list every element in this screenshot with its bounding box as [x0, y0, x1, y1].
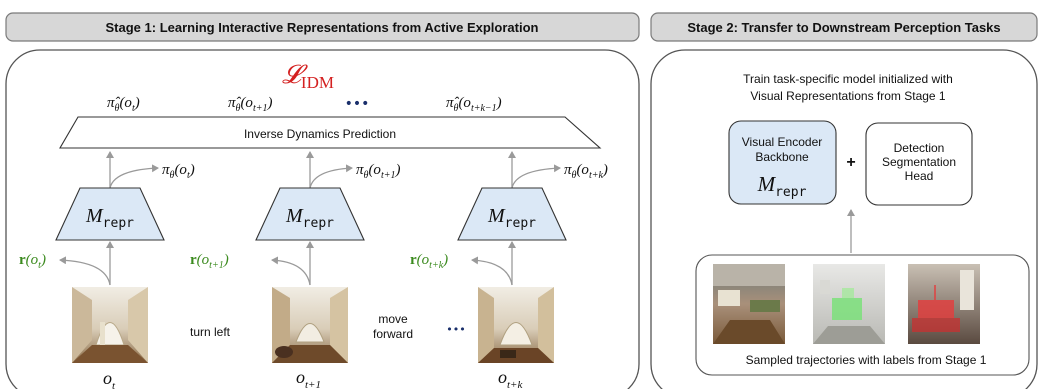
observation-image-1	[72, 287, 148, 363]
trajectory-image-2	[813, 264, 885, 344]
head-line1: Detection	[894, 141, 945, 155]
prediction-tk1: π̂θ(ot+k−1)	[446, 95, 502, 114]
visual-encoder-box: Visual Encoder Backbone Mrepr	[728, 120, 837, 205]
trajectory-image-3	[908, 264, 980, 344]
reward-t: r(ot)	[19, 252, 46, 271]
idp-label: Inverse Dynamics Prediction	[244, 127, 396, 141]
head-line3: Head	[905, 169, 934, 183]
stage2-header: Stage 2: Transfer to Downstream Percepti…	[650, 12, 1038, 42]
encoder-3: Mrepr	[457, 187, 567, 241]
stage2-title: Stage 2: Transfer to Downstream Percepti…	[687, 20, 1000, 35]
observation-image-2	[272, 287, 348, 363]
inverse-dynamics-block: Inverse Dynamics Prediction	[59, 116, 602, 149]
reward-tk: r(ot+k)	[410, 252, 448, 271]
encoder-1-label: Mrepr	[85, 205, 134, 231]
visual-encoder-line1: Visual Encoder	[742, 135, 823, 149]
trajectories-box	[695, 254, 1030, 376]
arrow-obs3-reward	[471, 256, 513, 286]
stage1-panel	[5, 49, 640, 389]
plus-sign: +	[846, 154, 855, 171]
stage1-header: Stage 1: Learning Interactive Representa…	[5, 12, 640, 42]
encoder-2-label: Mrepr	[285, 205, 334, 231]
trajectory-image-1	[713, 264, 785, 344]
policy-t1: πθ(ot+1)	[356, 162, 400, 181]
reward-t1: r(ot+1)	[190, 252, 229, 271]
obs-label-t1: ot+1	[296, 367, 321, 389]
action-turn-left: turn left	[190, 325, 231, 339]
action-move-line2: forward	[373, 327, 413, 341]
policy-tk: πθ(ot+k)	[564, 162, 608, 181]
observation-dots: •••	[446, 323, 465, 336]
prediction-row: π̂θ(ot) π̂θ(ot+1) ••• π̂θ(ot+k−1)	[107, 95, 502, 114]
prediction-dots: •••	[345, 96, 370, 112]
detection-head-box: Detection Segmentation Head	[865, 122, 973, 206]
arrow-obs2-reward	[271, 256, 311, 286]
head-line2: Segmentation	[882, 155, 956, 169]
encoder-3-label: Mrepr	[487, 205, 536, 231]
encoder-2: Mrepr	[255, 187, 365, 241]
loss-label: 𝓛IDM	[282, 60, 334, 92]
stage2-desc-line2: Visual Representations from Stage 1	[750, 89, 946, 103]
stage1-title: Stage 1: Learning Interactive Representa…	[106, 20, 539, 35]
obs-label-t: ot	[103, 368, 116, 389]
arrow-enc3-policy	[511, 164, 561, 189]
arrow-obs1-reward	[59, 256, 111, 286]
observation-image-3	[478, 287, 554, 363]
trajectories-caption: Sampled trajectories with labels from St…	[746, 353, 987, 367]
stage2-panel	[650, 49, 1038, 389]
prediction-t: π̂θ(ot)	[107, 95, 140, 114]
obs-label-tk: ot+k	[498, 367, 523, 389]
arrow-enc1-policy	[109, 164, 159, 189]
visual-encoder-line2: Backbone	[755, 150, 809, 164]
action-move-line1: move	[378, 312, 408, 326]
stage2-desc-line1: Train task-specific model initialized wi…	[743, 72, 953, 86]
encoder-1: Mrepr	[55, 187, 165, 241]
visual-encoder-symbol: Mrepr	[757, 172, 807, 200]
prediction-t1: π̂θ(ot+1)	[228, 95, 272, 114]
policy-t: πθ(ot)	[162, 162, 195, 181]
arrow-enc2-policy	[309, 164, 353, 189]
